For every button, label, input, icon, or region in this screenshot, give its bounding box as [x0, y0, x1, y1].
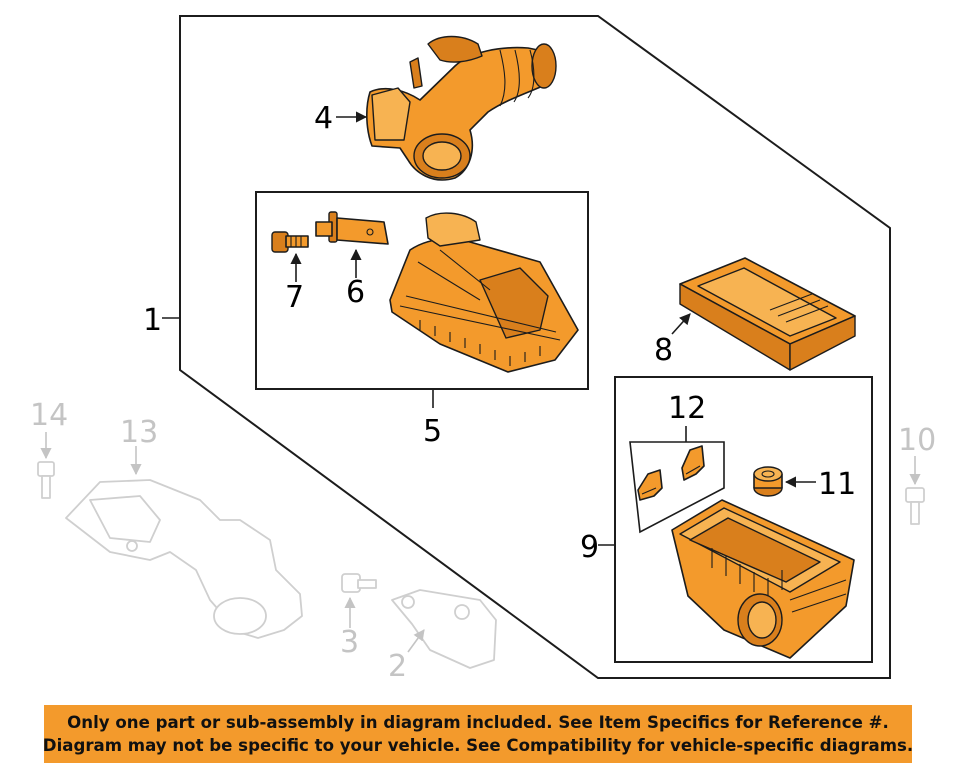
part-air-duct[interactable]	[366, 35, 557, 181]
disclaimer-banner: Only one part or sub-assembly in diagram…	[42, 705, 914, 763]
part-grommet[interactable]	[753, 466, 783, 497]
callout-2: 2	[388, 649, 407, 684]
assembly-outline	[179, 15, 891, 679]
ghost-bolt-10	[905, 487, 925, 525]
callout-10: 10	[898, 423, 936, 458]
housing-base-box	[614, 376, 873, 663]
part-housing-cover[interactable]	[389, 212, 579, 373]
ghost-bracket-13	[65, 479, 303, 639]
callout-9: 9	[580, 530, 599, 565]
parts-diagram: 4 7 6 5 1 8 12	[30, 15, 936, 684]
ghost-bolt-3	[341, 573, 377, 593]
leader-2	[407, 629, 425, 653]
callout-13: 13	[120, 415, 158, 450]
disclaimer-line-1: Only one part or sub-assembly in diagram…	[67, 713, 889, 732]
part-clip-12b[interactable]	[681, 445, 705, 481]
callout-5: 5	[423, 414, 442, 449]
part-air-filter[interactable]	[679, 257, 856, 371]
part-clip-12a[interactable]	[637, 469, 663, 501]
ghost-bolt-14	[37, 461, 55, 499]
callout-8: 8	[654, 333, 673, 368]
callout-11: 11	[818, 467, 856, 502]
clip-bracket	[629, 441, 725, 534]
part-bolt-7[interactable]	[271, 231, 309, 253]
callout-1: 1	[143, 303, 162, 338]
part-housing-base[interactable]	[671, 499, 855, 659]
leader-8	[671, 313, 691, 335]
part-fastener-6[interactable]	[315, 211, 389, 245]
callout-3: 3	[340, 625, 359, 660]
callout-7: 7	[285, 280, 304, 315]
callout-14: 14	[30, 398, 68, 433]
callout-12: 12	[668, 391, 706, 426]
ghost-mount-2	[391, 589, 497, 669]
disclaimer-line-2: Diagram may not be specific to your vehi…	[42, 736, 914, 755]
callout-4: 4	[314, 101, 333, 136]
housing-cover-box	[255, 191, 589, 390]
callout-6: 6	[346, 275, 365, 310]
